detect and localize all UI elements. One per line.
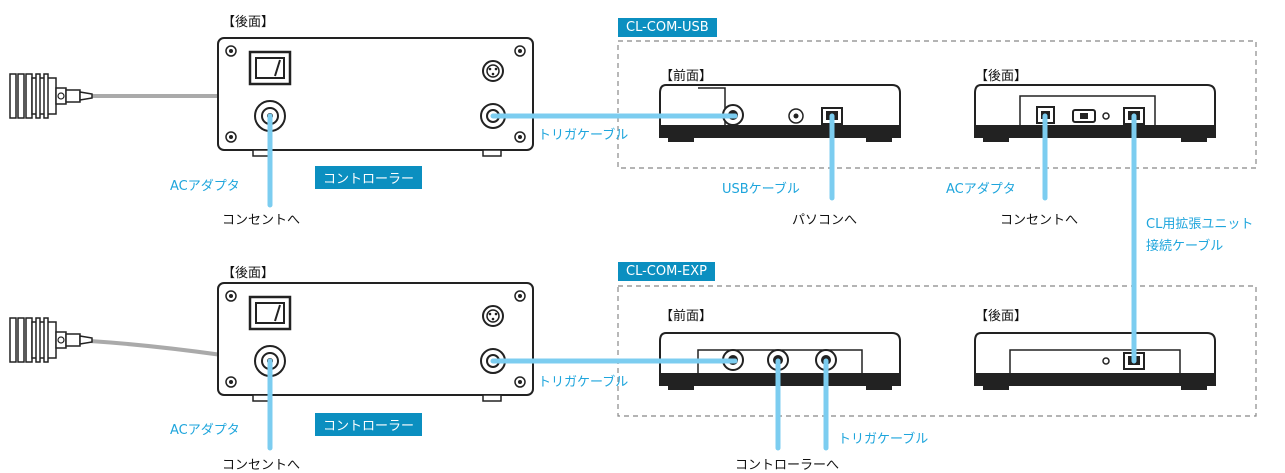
controller-tag-top: コントローラー bbox=[315, 166, 423, 189]
light-head-bottom bbox=[9, 317, 93, 363]
blue-cables bbox=[267, 113, 1137, 451]
unit-tag-usb: CL-COM-USB bbox=[618, 18, 717, 37]
to-controller-label: コントローラーへ bbox=[735, 458, 840, 473]
com-usb-rear bbox=[974, 84, 1216, 143]
trigger-cable-label-bottom: トリガケーブル bbox=[538, 375, 629, 390]
trigger-cable-label-exp: トリガケーブル bbox=[838, 432, 929, 447]
rear-label-usb: 【後面】 bbox=[975, 69, 1028, 84]
light-head-top bbox=[9, 73, 93, 119]
rear-label-exp: 【後面】 bbox=[975, 309, 1028, 324]
rear-label-controller-top: 【後面】 bbox=[222, 15, 275, 30]
front-label-usb: 【前面】 bbox=[660, 69, 713, 84]
expansion-cable-label-line2: 接続ケーブル bbox=[1146, 239, 1224, 254]
trigger-cable-label-top: トリガケーブル bbox=[538, 128, 629, 143]
usb-unit-boundary bbox=[617, 40, 1257, 169]
ac-adapter-label-bottom: ACアダプタ bbox=[170, 423, 240, 438]
to-pc-label: パソコンへ bbox=[792, 213, 858, 228]
outlet-label-top: コンセントへ bbox=[222, 213, 301, 228]
outlet-label-bottom: コンセントへ bbox=[222, 458, 301, 473]
usb-cable-label: USBケーブル bbox=[722, 182, 800, 197]
com-exp-rear bbox=[974, 332, 1216, 391]
unit-tag-exp: CL-COM-EXP bbox=[618, 262, 715, 281]
outlet-label-rear: コンセントへ bbox=[1000, 213, 1079, 228]
controller-tag-bottom: コントローラー bbox=[315, 413, 423, 436]
ac-adapter-label-top: ACアダプタ bbox=[170, 179, 240, 194]
rear-label-controller-bottom: 【後面】 bbox=[222, 266, 275, 281]
front-label-exp: 【前面】 bbox=[660, 309, 713, 324]
expansion-cable-label-line1: CL用拡張ユニット bbox=[1146, 217, 1254, 232]
ac-adapter-label-rear: ACアダプタ bbox=[946, 182, 1016, 197]
controller-bottom bbox=[216, 281, 535, 403]
controller-top bbox=[216, 36, 535, 158]
exp-unit-boundary bbox=[617, 285, 1257, 417]
